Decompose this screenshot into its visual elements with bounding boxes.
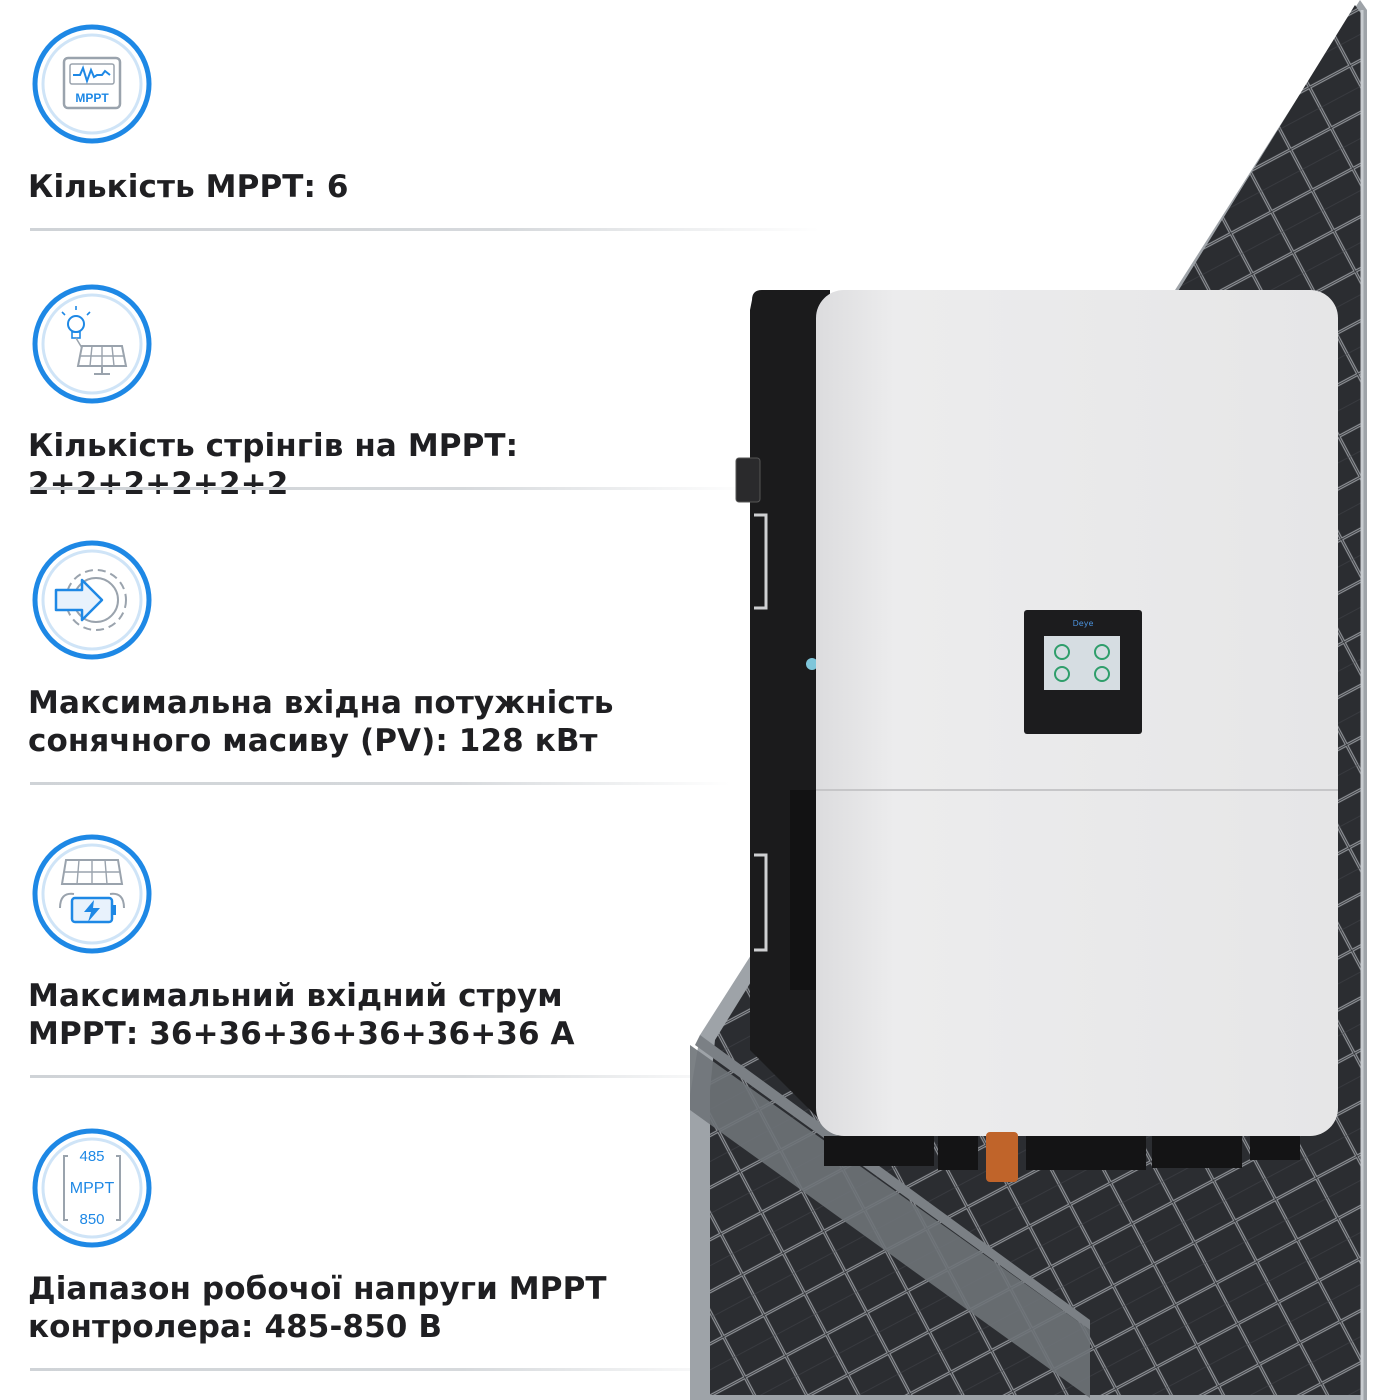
divider [30, 1368, 750, 1371]
mppt-range-icon: 485 MPPT 850 [30, 1126, 154, 1250]
divider [30, 487, 750, 490]
inverter-front: Deye [816, 290, 1338, 1182]
gear-arrow-icon [30, 538, 154, 662]
brand-logo: Deye [1073, 619, 1094, 628]
feature-label-max-pv-power: Максимальна вхідна потужність сонячного … [28, 685, 614, 759]
feature-label-mppt-count: Кількість МРРТ: 6 [28, 169, 349, 205]
feature-label-strings: Кількість стрінгів на МРРТ: 2+2+2+2+2+2 [28, 428, 519, 502]
divider [30, 228, 820, 231]
feature-label-max-current: Максимальний вхідний струм МРРТ: 36+36+3… [28, 978, 575, 1052]
divider [30, 1075, 750, 1078]
mppt-icon-text: MPPT [75, 91, 109, 105]
range-top-text: 485 [79, 1148, 104, 1165]
range-bottom-text: 850 [79, 1211, 104, 1228]
feature-label-voltage-range: Діапазон робочої напруги МРРТ контролера… [28, 1271, 607, 1345]
solar-battery-icon [30, 832, 154, 956]
solar-panel-bulb-icon [30, 282, 154, 406]
range-mid-text: MPPT [70, 1180, 115, 1197]
inverter-side [735, 290, 830, 1130]
inverter-product-image: Deye [690, 0, 1380, 1400]
mppt-monitor-icon: MPPT [30, 22, 154, 146]
divider [30, 782, 730, 785]
